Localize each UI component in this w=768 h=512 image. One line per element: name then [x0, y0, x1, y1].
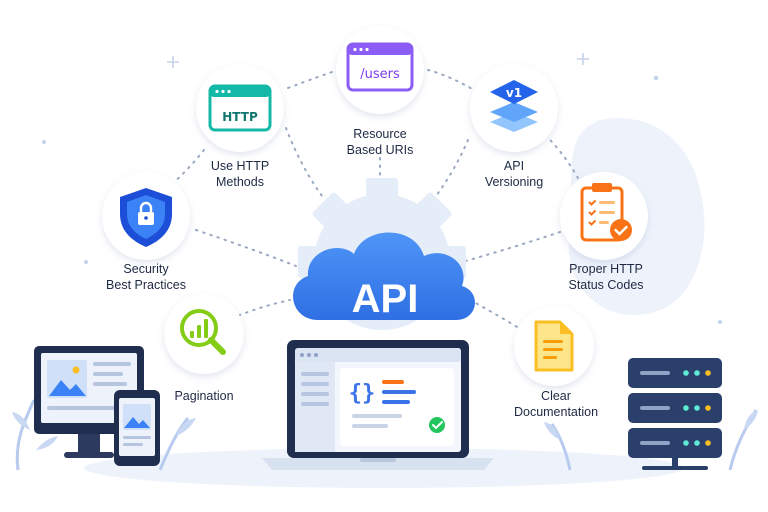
node-documentation	[514, 306, 594, 386]
browser-http-icon: HTTP	[208, 84, 272, 132]
sparkles	[42, 53, 722, 324]
magnifier-chart-icon	[180, 309, 226, 355]
label-status-codes: Proper HTTP Status Codes	[568, 262, 644, 292]
node-api-versioning: v1	[470, 64, 558, 152]
api-cloud: API	[293, 232, 475, 321]
label-api-versioning: API Versioning	[484, 159, 544, 189]
label-pagination: Pagination	[174, 389, 234, 403]
node-resource-uris: /users	[336, 26, 424, 114]
node-status-codes	[560, 172, 648, 260]
check-icon	[429, 417, 445, 433]
label-http-methods: Use HTTP Methods	[210, 159, 270, 189]
api-label: API	[352, 277, 419, 321]
node-http-methods: HTTP	[196, 64, 284, 152]
server-illustration	[544, 358, 758, 471]
layers-v1-icon: v1	[490, 80, 538, 132]
document-icon	[534, 320, 574, 372]
shield-lock-icon	[120, 188, 172, 247]
svg-text:HTTP: HTTP	[222, 110, 258, 124]
node-pagination	[164, 294, 244, 374]
label-security: Security Best Practices	[106, 262, 186, 292]
clipboard-check-icon	[580, 183, 632, 242]
svg-text:/users: /users	[360, 67, 400, 82]
laptop-illustration: {}	[262, 340, 494, 470]
browser-users-icon: /users	[346, 42, 414, 92]
connectors	[171, 69, 579, 331]
braces-icon: {}	[349, 381, 376, 406]
node-security	[102, 172, 190, 260]
label-documentation: Clear Documentation	[513, 389, 599, 419]
desktop-phone-illustration	[12, 346, 196, 471]
svg-text:v1: v1	[506, 86, 522, 100]
label-resource-uris: Resource Based URIs	[346, 127, 414, 157]
